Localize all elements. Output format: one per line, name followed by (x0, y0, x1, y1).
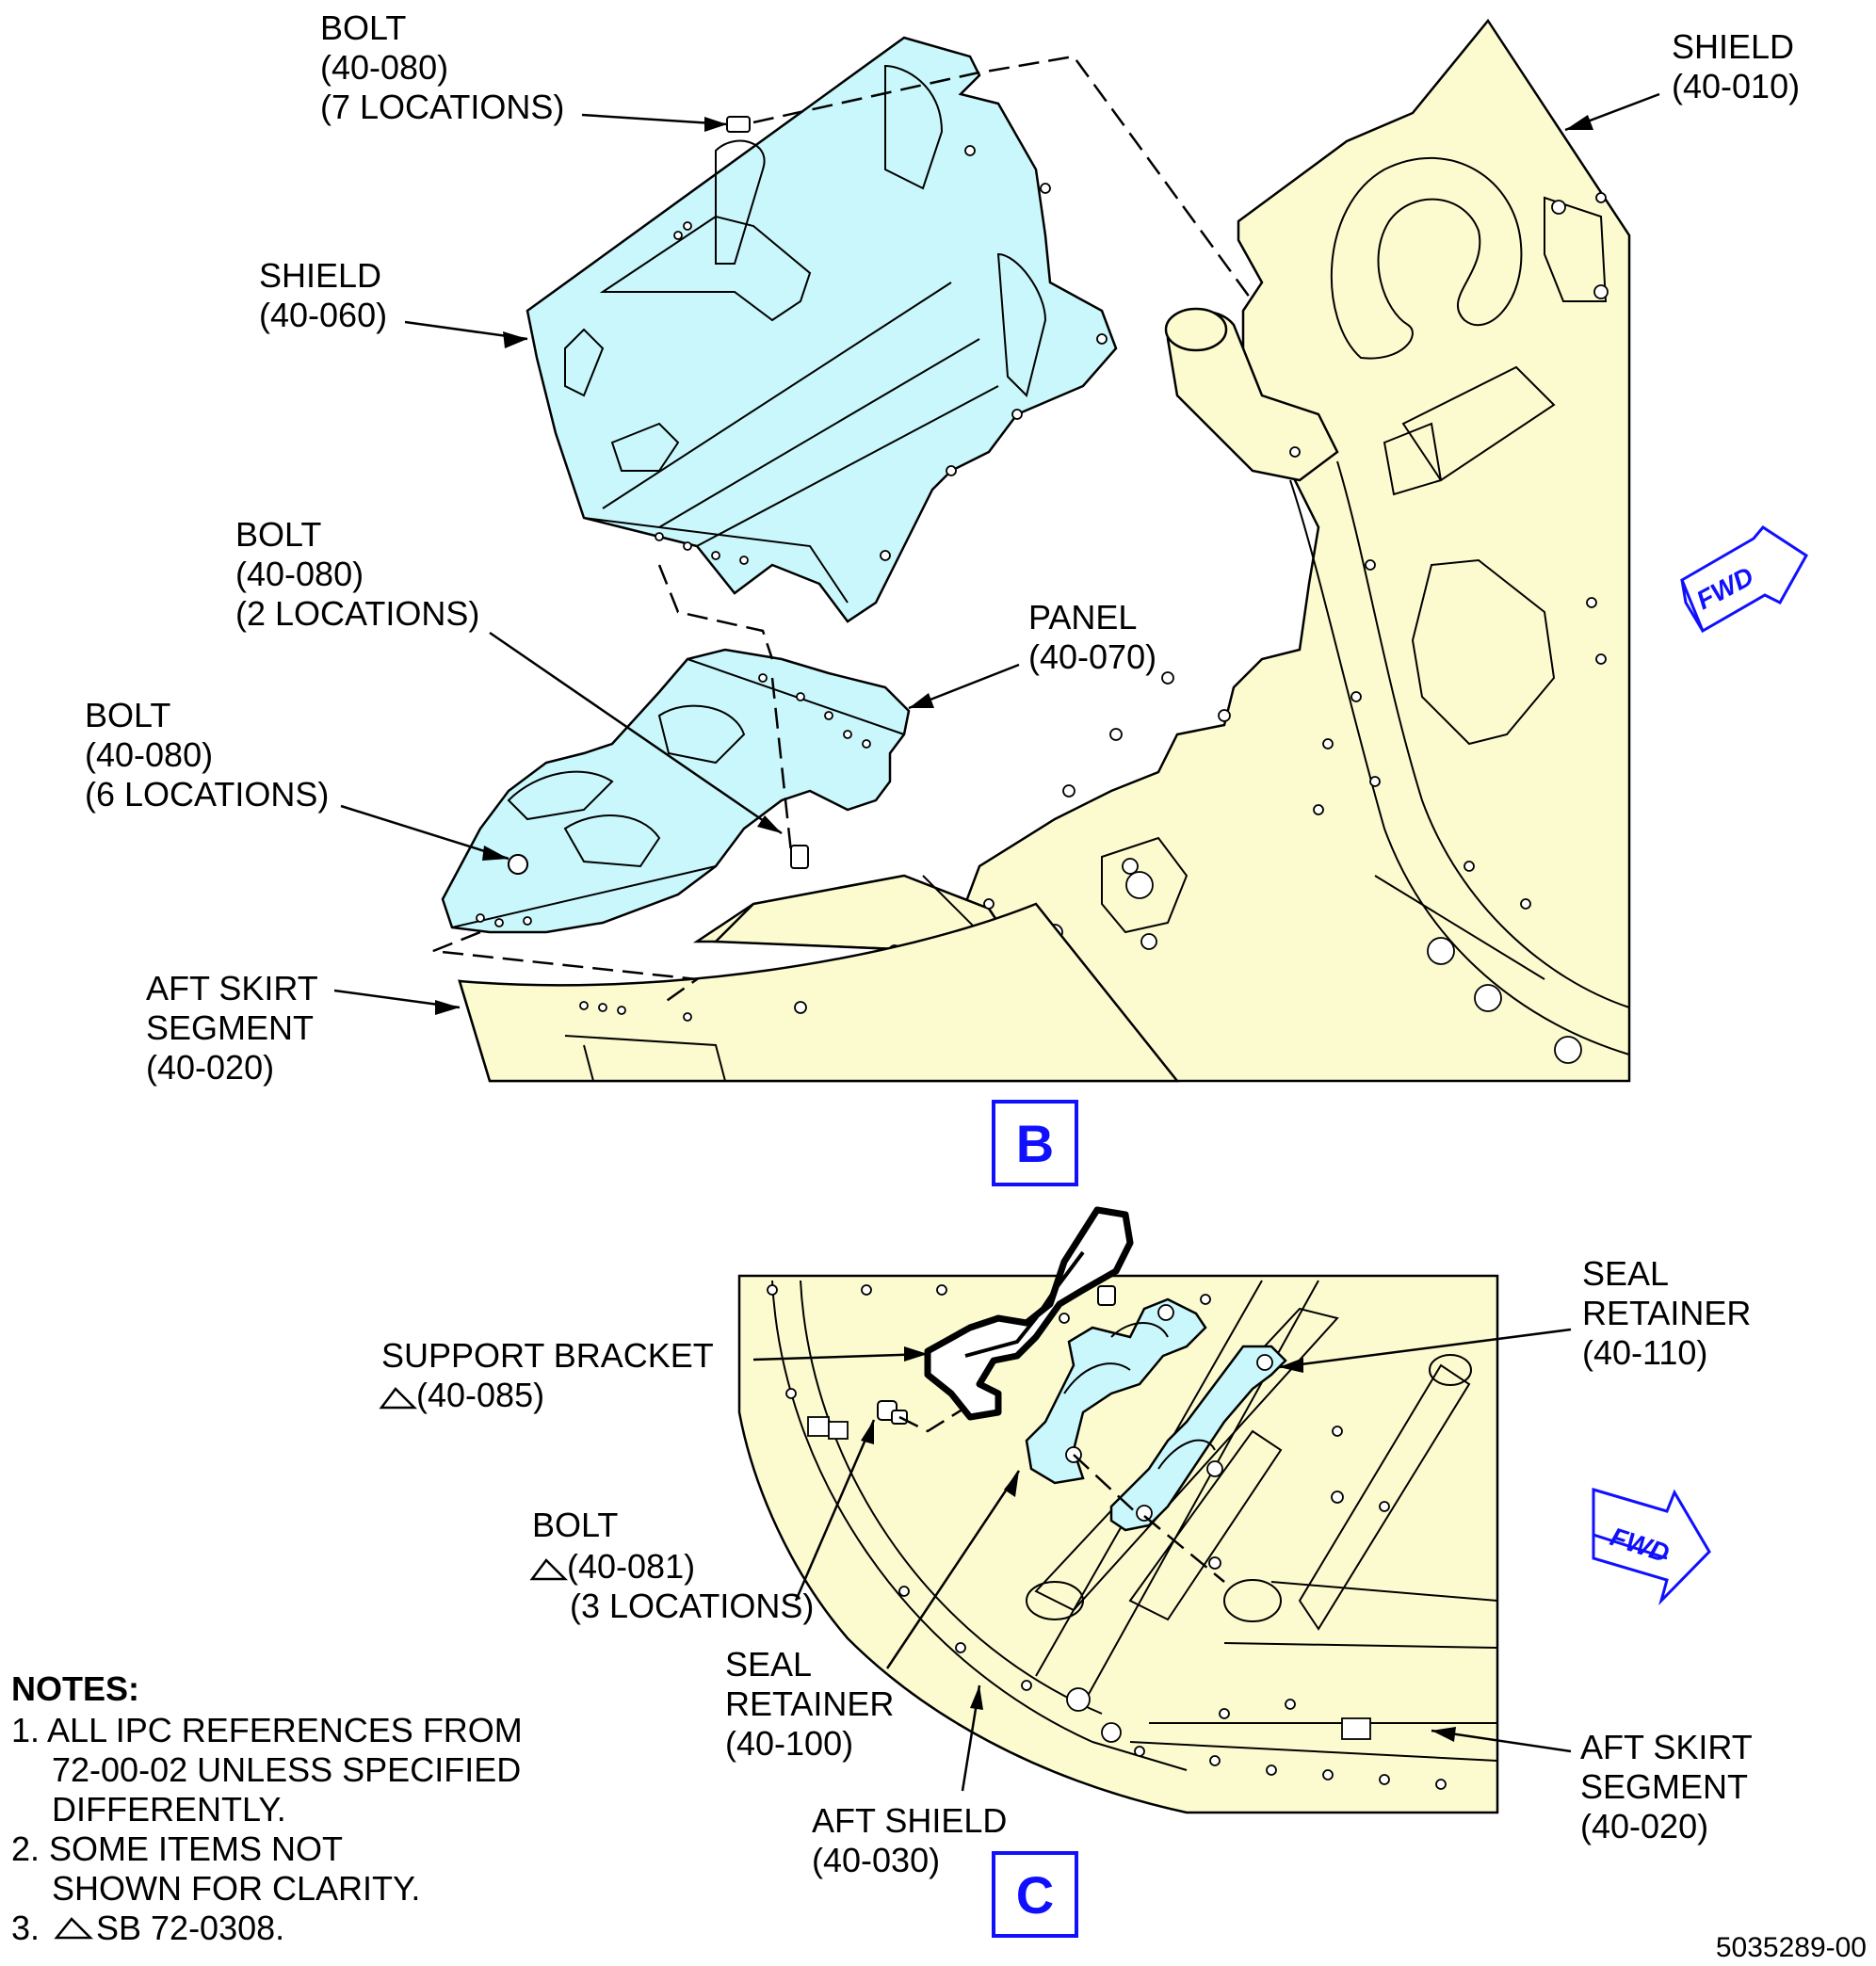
svg-text:RETAINER: RETAINER (1582, 1294, 1751, 1332)
note-line: SB 72-0308. (96, 1909, 284, 1947)
view-c: FWD SUPPORT BRACKET (40-085) SEAL RETAIN… (379, 1206, 1753, 1938)
bolt-icon (508, 854, 528, 875)
view-b: FWD BOLT (40-080) (7 LOCATIONS) SHIELD (… (85, 8, 1808, 1186)
label-support-bracket: SUPPORT BRACKET (40-085) (379, 1336, 929, 1414)
svg-text:(7 LOCATIONS): (7 LOCATIONS) (320, 88, 564, 126)
dashed-alignment-line (432, 930, 701, 1005)
svg-text:(2 LOCATIONS): (2 LOCATIONS) (235, 594, 479, 633)
note-line: 72-00-02 UNLESS SPECIFIED (52, 1750, 521, 1789)
svg-text:SEGMENT: SEGMENT (146, 1008, 314, 1047)
label-bolt-2-locations: BOLT (40-080) (2 LOCATIONS) (235, 515, 783, 835)
svg-text:SUPPORT BRACKET: SUPPORT BRACKET (381, 1336, 714, 1375)
fwd-arrow-icon: FWD (1592, 1487, 1711, 1606)
note-line: 1. ALL IPC REFERENCES FROM (11, 1711, 523, 1749)
dashed-alignment-line (752, 55, 1254, 302)
svg-text:(6 LOCATIONS): (6 LOCATIONS) (85, 775, 329, 814)
svg-text:AFT SHIELD: AFT SHIELD (812, 1801, 1007, 1840)
dashed-alignment-line (657, 564, 774, 660)
svg-text:BOLT: BOLT (532, 1506, 618, 1544)
shield-40-060-part (526, 36, 1118, 623)
shield-40-010-part (692, 18, 1631, 1083)
svg-text:PANEL: PANEL (1028, 598, 1137, 637)
svg-text:(40-081): (40-081) (567, 1547, 695, 1586)
svg-text:(40-085): (40-085) (416, 1376, 544, 1414)
svg-text:(40-110): (40-110) (1582, 1333, 1707, 1372)
svg-text:AFT SKIRT: AFT SKIRT (146, 969, 318, 1007)
label-shield-40-010: SHIELD (40-010) (1564, 27, 1800, 132)
view-b-marker: B (992, 1100, 1078, 1186)
fwd-arrow-icon: FWD (1680, 525, 1808, 634)
svg-text:(40-080): (40-080) (320, 48, 448, 87)
seal-retainer-40-110-part (1109, 1345, 1287, 1532)
view-b-letter: B (1016, 1114, 1054, 1173)
aft-skirt-segment-b-part (458, 902, 1180, 1083)
svg-text:BOLT: BOLT (235, 515, 321, 554)
document-number: 5035289-00 (1716, 1932, 1867, 1963)
svg-text:(40-030): (40-030) (812, 1841, 940, 1879)
svg-text:SHIELD: SHIELD (259, 256, 381, 295)
revision-triangle-icon (54, 1917, 94, 1940)
label-aft-skirt-segment-b: AFT SKIRT SEGMENT (40-020) (146, 969, 461, 1087)
note-line: 2. SOME ITEMS NOT (11, 1829, 343, 1868)
support-bracket-40-085-part (924, 1206, 1134, 1421)
svg-text:(40-080): (40-080) (85, 735, 213, 774)
label-panel-40-070: PANEL (40-070) (908, 598, 1156, 710)
note-line: DIFFERENTLY. (52, 1790, 286, 1829)
view-c-letter: C (1016, 1865, 1054, 1925)
bolt-icon (790, 845, 809, 869)
note-line: 3. (11, 1909, 40, 1947)
svg-text:(40-010): (40-010) (1672, 67, 1800, 105)
notes-block: NOTES: 1. ALL IPC REFERENCES FROM 72-00-… (11, 1669, 523, 1947)
label-seal-retainer-40-110: SEAL RETAINER (40-110) (1278, 1254, 1751, 1373)
aft-shield-40-030-part (737, 1274, 1499, 1814)
dashed-alignment-line (1143, 1515, 1225, 1583)
svg-text:BOLT: BOLT (320, 8, 406, 47)
svg-text:AFT SKIRT: AFT SKIRT (1580, 1728, 1753, 1766)
svg-text:(3 LOCATIONS): (3 LOCATIONS) (570, 1587, 814, 1625)
label-aft-shield-40-030: AFT SHIELD (40-030) (812, 1684, 1007, 1879)
view-c-marker: C (992, 1851, 1078, 1938)
label-bolt-6-locations: BOLT (40-080) (6 LOCATIONS) (85, 696, 509, 861)
svg-text:(40-020): (40-020) (146, 1048, 274, 1087)
notes-title: NOTES: (11, 1669, 139, 1708)
note-line: SHOWN FOR CLARITY. (52, 1869, 420, 1908)
dashed-alignment-line (898, 1406, 966, 1433)
svg-text:SEAL: SEAL (725, 1645, 812, 1684)
svg-text:(40-100): (40-100) (725, 1724, 853, 1763)
svg-text:SEGMENT: SEGMENT (1580, 1767, 1748, 1806)
bolt-icon (726, 116, 751, 133)
dashed-alignment-line (1073, 1454, 1140, 1517)
label-bolt-7-locations: BOLT (40-080) (7 LOCATIONS) (320, 8, 728, 132)
svg-text:(40-060): (40-060) (259, 296, 387, 334)
label-aft-skirt-segment-c: AFT SKIRT SEGMENT (40-020) (1431, 1727, 1753, 1845)
svg-text:(40-020): (40-020) (1580, 1807, 1708, 1845)
bolts-view-b (508, 116, 809, 875)
svg-text:RETAINER: RETAINER (725, 1684, 894, 1723)
label-seal-retainer-40-100: SEAL RETAINER (40-100) (725, 1470, 1021, 1763)
label-shield-40-060: SHIELD (40-060) (259, 256, 528, 348)
svg-text:SEAL: SEAL (1582, 1254, 1669, 1293)
label-bolt-40-081: BOLT (40-081) (3 LOCATIONS) (529, 1419, 876, 1625)
svg-text:(40-080): (40-080) (235, 555, 364, 593)
svg-text:(40-070): (40-070) (1028, 637, 1156, 676)
svg-text:SHIELD: SHIELD (1672, 27, 1794, 66)
svg-text:BOLT: BOLT (85, 696, 170, 734)
